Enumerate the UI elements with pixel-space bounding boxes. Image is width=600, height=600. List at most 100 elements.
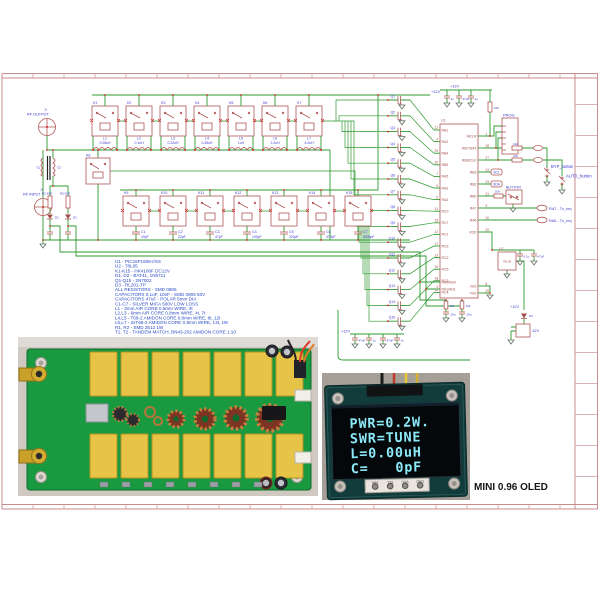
decoupling-caps-top: 1u 47uF 1u	[443, 90, 478, 108]
note-line: L1 - 4mm AIR CORE 0.5mm WIRE, 3t	[115, 306, 193, 311]
mcu-chip	[262, 406, 286, 420]
tx1-label: RA7 - Tx_req	[549, 207, 572, 211]
svg-text:1u: 1u	[451, 97, 455, 101]
relay-symbol: K2	[123, 94, 155, 151]
inductor-symbol: L2 0.1uH	[126, 137, 152, 151]
svg-text:3: 3	[436, 285, 438, 289]
plus12v-flag: +12V	[450, 85, 459, 89]
tandem-match-transformer: T1 T2	[36, 156, 61, 180]
capacitor-symbol: 47uF	[455, 90, 470, 108]
t1-label: T1	[36, 166, 40, 170]
mcu-pin: RA7 9	[470, 204, 488, 211]
relay-symbol: K7	[293, 94, 325, 151]
mosfet-symbol: Q2	[387, 110, 410, 126]
svg-text:K3: K3	[161, 101, 165, 105]
oled-pin-header	[364, 477, 430, 494]
svg-text:10n: 10n	[451, 313, 456, 317]
r19-value: 10k	[495, 190, 500, 194]
mcu-pin: RB6/CLK 27	[462, 156, 489, 163]
svg-text:Q11: Q11	[389, 253, 395, 257]
capacitor-symbol: C4 100pF	[243, 226, 262, 241]
prog-label: PROG	[503, 113, 515, 118]
relay-symbol: K1	[89, 94, 121, 151]
k8-label: K8	[86, 154, 90, 158]
svg-text:5: 5	[436, 184, 438, 188]
capacitor-symbol: 47uF	[530, 250, 545, 266]
svg-text:K10: K10	[161, 191, 167, 195]
svg-text:47uF: 47uF	[387, 339, 394, 343]
mcu-pin: RA3 5	[434, 184, 448, 190]
svg-text:SCL: SCL	[387, 480, 394, 484]
mosfet-symbol: Q8	[387, 205, 410, 221]
pullup-resistors: 10k 10k	[511, 142, 543, 163]
mcu-pin: MCLR 1	[467, 132, 488, 139]
note-line: U2 - 78L05	[115, 264, 138, 269]
svg-text:RA1/AN1: RA1/AN1	[442, 287, 456, 291]
mcu-pin: RA1/AN1 3	[434, 285, 456, 291]
svg-text:10k: 10k	[513, 142, 518, 146]
svg-text:2.2uH: 2.2uH	[270, 141, 280, 145]
button-label: BUTTON	[506, 186, 521, 190]
capacitor-symbol: 1u	[467, 90, 478, 108]
capacitor-symbol: C1 10pF	[132, 226, 149, 241]
mosfet-symbol: Q9	[387, 221, 410, 236]
svg-text:RB3: RB3	[470, 170, 477, 174]
note-line: R1, R2 - SMD 2512 1W	[115, 325, 164, 330]
inductor-symbol: L5 1uH	[228, 137, 254, 151]
svg-text:RB6/CLK: RB6/CLK	[462, 158, 477, 162]
mcu-pin: RA2 4	[434, 137, 448, 144]
svg-text:8: 8	[486, 282, 488, 286]
svg-text:19: 19	[486, 289, 490, 293]
relay-symbol: K10	[157, 189, 189, 227]
mcu-pin: RA5 7	[434, 172, 448, 179]
svg-text:2: 2	[436, 278, 438, 282]
mosfet-symbol: Q3	[387, 126, 410, 142]
svg-text:K6: K6	[263, 101, 267, 105]
svg-text:RC1: RC1	[442, 233, 449, 237]
svg-text:1uH: 1uH	[238, 141, 245, 145]
mcu-pin: VSS 8	[470, 282, 488, 289]
mcu-pin: RC7 18	[434, 219, 449, 225]
white-connector	[294, 389, 312, 402]
svg-text:18: 18	[434, 219, 438, 223]
mosfet-symbol: Q5	[387, 158, 410, 173]
svg-text:Q6: Q6	[390, 174, 395, 178]
note-line: K1-K15 - HK4100F DC12V	[115, 268, 171, 273]
inductor-symbol: L7 4.4uH	[296, 137, 322, 151]
t2-label: T2	[57, 166, 61, 170]
auto-button-label: AUTO_button	[566, 174, 592, 179]
svg-text:Q12: Q12	[389, 268, 396, 272]
svg-text:L3: L3	[171, 137, 175, 141]
oled-pin: SDA	[371, 480, 379, 490]
conn12-label: 12V	[532, 328, 539, 333]
svg-text:22: 22	[434, 126, 438, 130]
mcu-right-pins: MCLR 1 RB7/DAT 28 RB6/CLK 27 RB3 24 RB2 …	[462, 132, 489, 235]
byp-button-label: BYP_button	[551, 164, 574, 169]
svg-text:22pF: 22pF	[178, 235, 186, 239]
svg-text:470pF: 470pF	[326, 235, 336, 239]
svg-text:7: 7	[436, 172, 438, 176]
svg-text:K5: K5	[229, 101, 233, 105]
plus12v-flag: +12V	[510, 305, 519, 309]
u2-label: U2	[499, 247, 503, 251]
svg-text:10n: 10n	[467, 313, 472, 317]
capacitor-symbol: 1u	[365, 334, 376, 349]
note-line: T1, T2 - TANDEM MATCH, BN43-202 AMIDON C…	[115, 330, 236, 335]
svg-text:RA5: RA5	[442, 175, 449, 179]
scl-flag: SCL	[493, 170, 500, 174]
svg-text:12: 12	[434, 230, 438, 234]
svg-text:6: 6	[436, 195, 438, 199]
mcu-pin: RA0/AN0 2	[434, 278, 456, 284]
u2-part: 78L05	[503, 260, 512, 264]
black-wire	[287, 339, 297, 363]
note-line: U1 - PIC16F1938-I/SS	[115, 259, 161, 264]
air-coils	[144, 406, 163, 426]
regulator-caps: 0.1u 47uF	[516, 250, 545, 266]
control-section	[259, 339, 315, 490]
capacitor-symbol: 1u	[443, 90, 455, 108]
note-line: D3 - RL201-TP	[115, 283, 146, 288]
